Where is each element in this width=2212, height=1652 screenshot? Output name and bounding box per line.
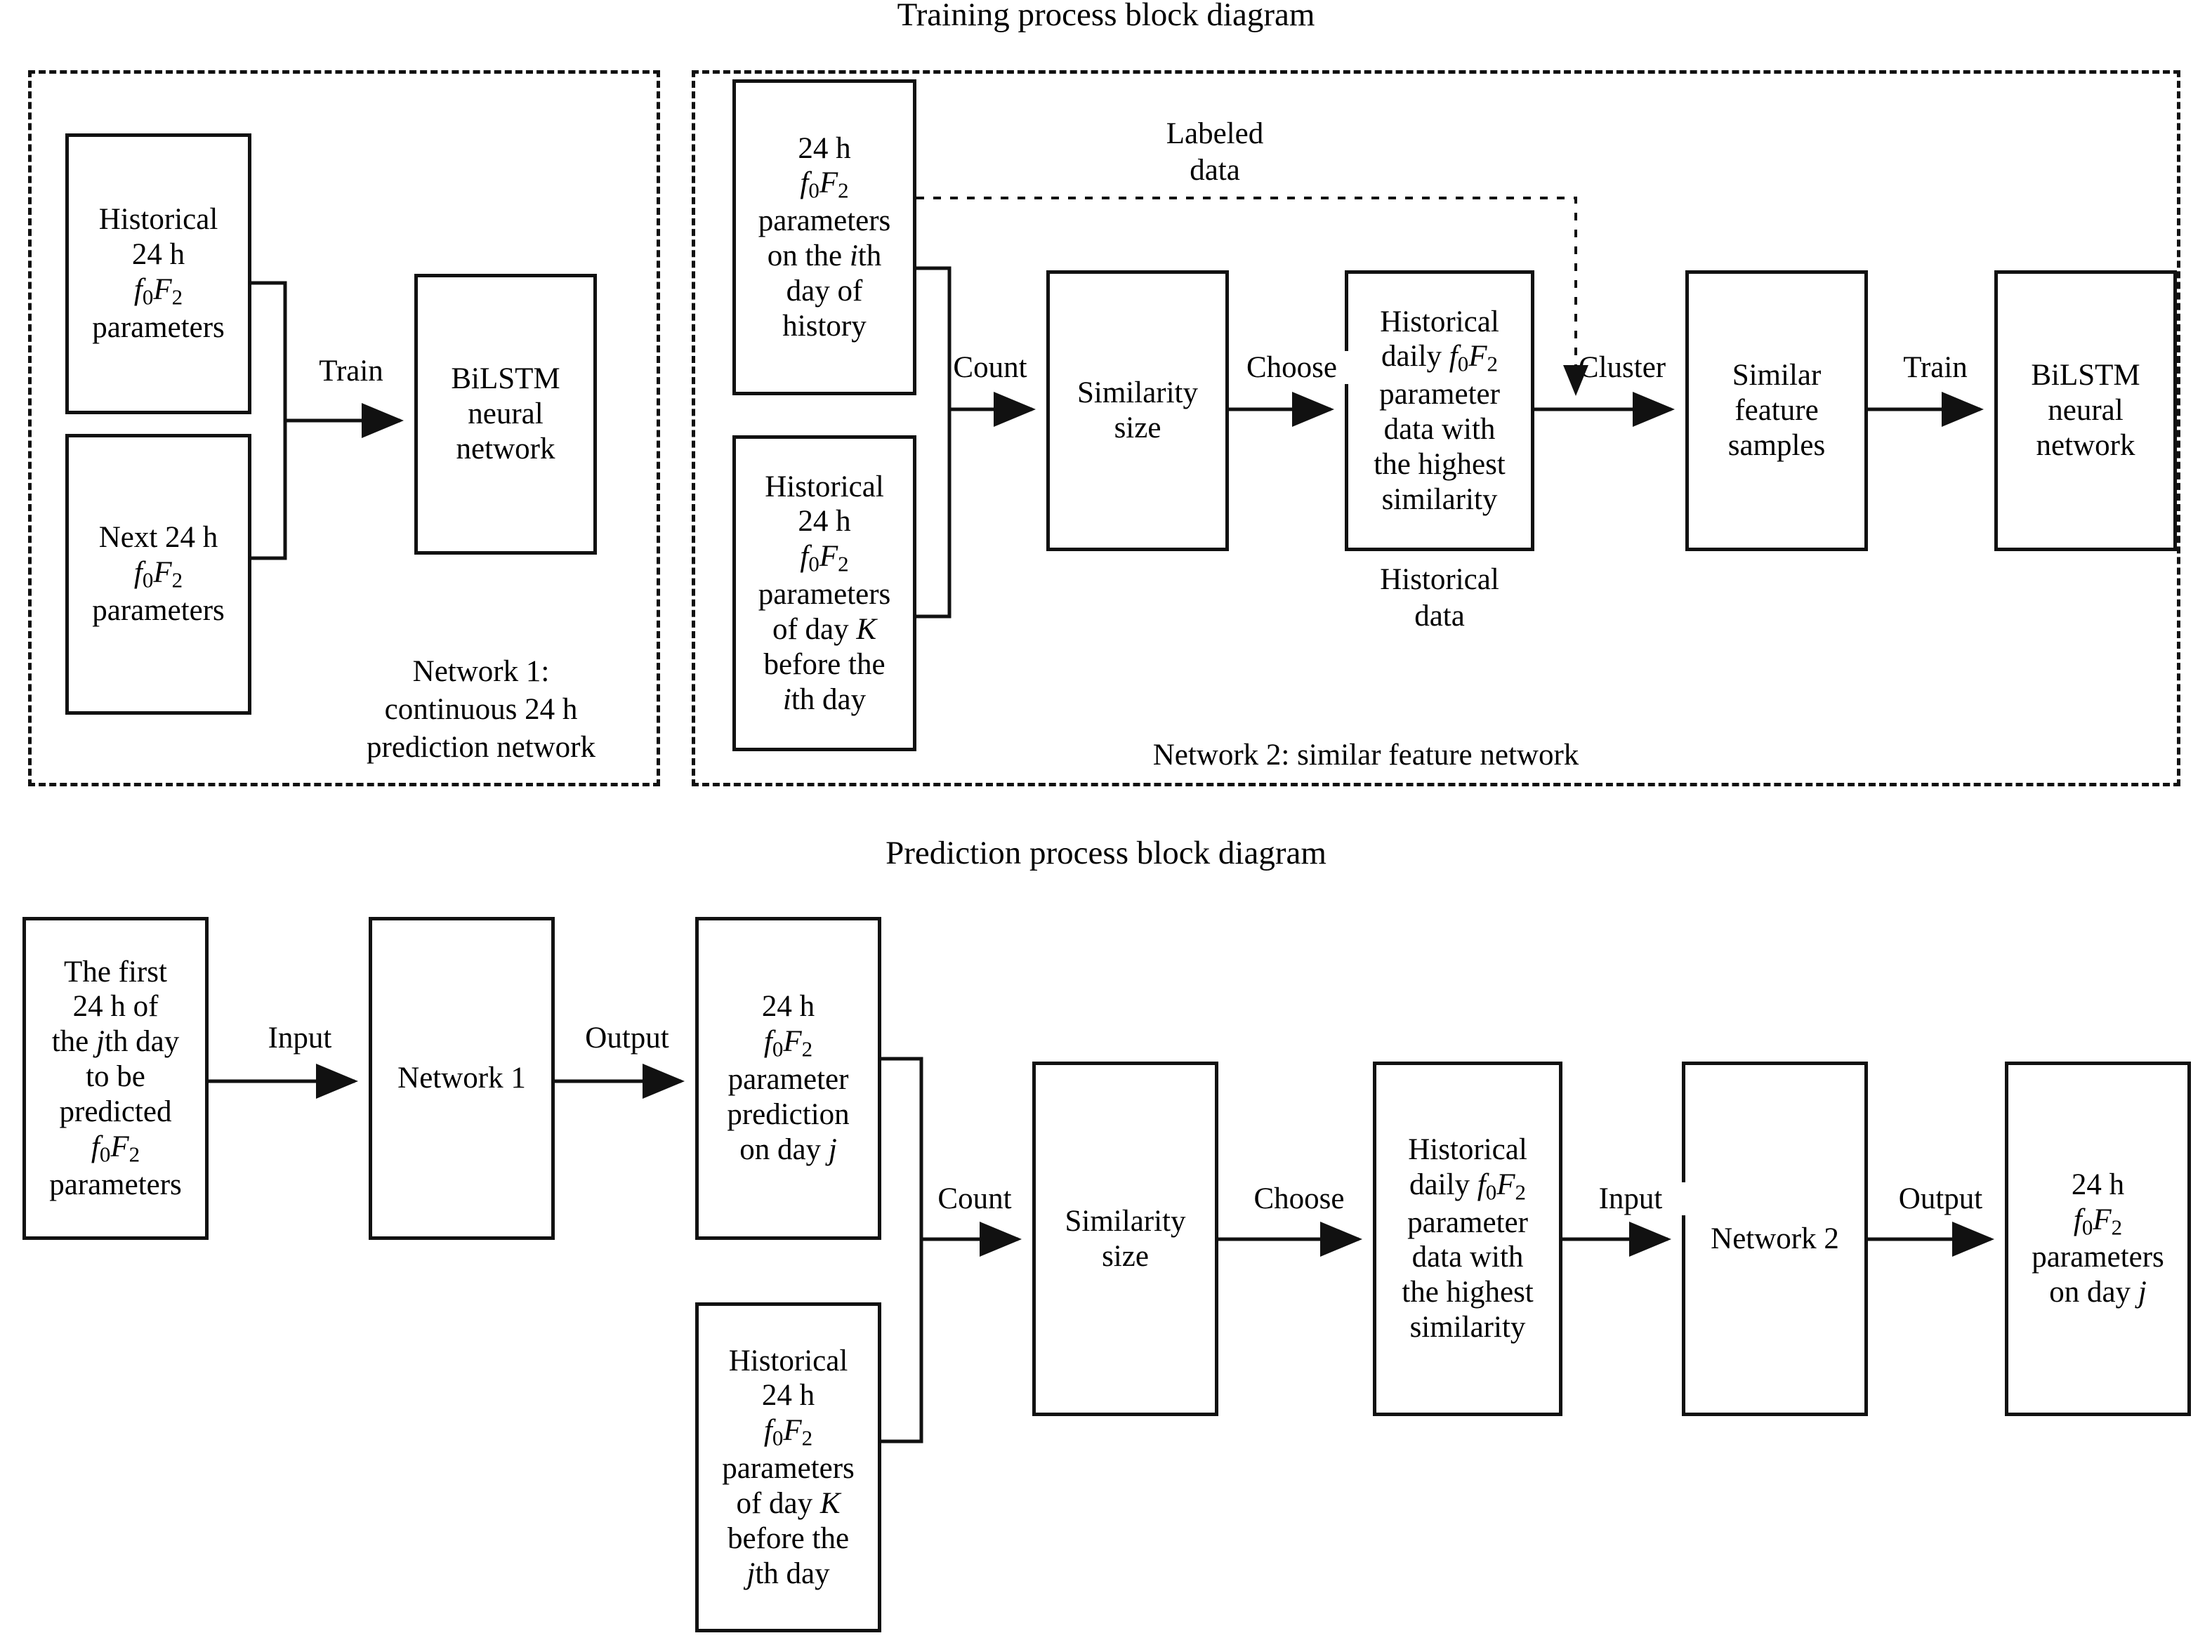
edge-label-cluster-training: Cluster <box>1559 351 1685 385</box>
network1-caption-line1: Network 1: <box>412 655 550 688</box>
annotation-historical-data: Historical data <box>1338 562 1541 635</box>
historical-data-line2: data <box>1414 600 1465 633</box>
box-network-1-prediction: Network 1 <box>369 917 555 1240</box>
edge-label-input-1: Input <box>244 1022 356 1055</box>
edge-label-choose-prediction: Choose <box>1236 1182 1362 1216</box>
box-network-1-prediction-label: Network 1 <box>397 1062 526 1095</box>
edge-label-output-2: Output <box>1879 1182 2002 1216</box>
network1-group-caption: Network 1: continuous 24 h prediction ne… <box>330 653 632 767</box>
network1-caption-line3: prediction network <box>367 730 595 764</box>
training-diagram-title: Training process block diagram <box>897 0 1315 33</box>
edge-label-count-prediction: Count <box>919 1182 1031 1216</box>
labeled-data-line2: data <box>1190 154 1240 187</box>
edge-label-output-1: Output <box>567 1022 687 1055</box>
edge-label-labeled-data: Labeled data <box>1117 116 1313 190</box>
labeled-data-line1: Labeled <box>1166 117 1264 150</box>
network2-group-caption: Network 2: similar feature network <box>1152 739 1579 772</box>
box-network-2-prediction: Network 2 <box>1682 1062 1868 1416</box>
network1-group-frame <box>28 70 660 786</box>
edge-label-count-training: Count <box>934 351 1046 385</box>
network2-group-frame <box>692 70 2180 786</box>
prediction-diagram-title: Prediction process block diagram <box>886 835 1326 871</box>
historical-data-line1: Historical <box>1380 563 1499 596</box>
network1-caption-line2: continuous 24 h <box>384 692 578 726</box>
edge-label-choose-training: Choose <box>1230 351 1353 385</box>
box-network-2-prediction-label: Network 2 <box>1711 1222 1839 1255</box>
edge-label-train-1: Train <box>295 355 407 388</box>
merge-bracket-prediction <box>881 1057 1022 1443</box>
edge-label-train-2: Train <box>1879 351 1992 385</box>
edge-label-input-2: Input <box>1574 1182 1687 1216</box>
